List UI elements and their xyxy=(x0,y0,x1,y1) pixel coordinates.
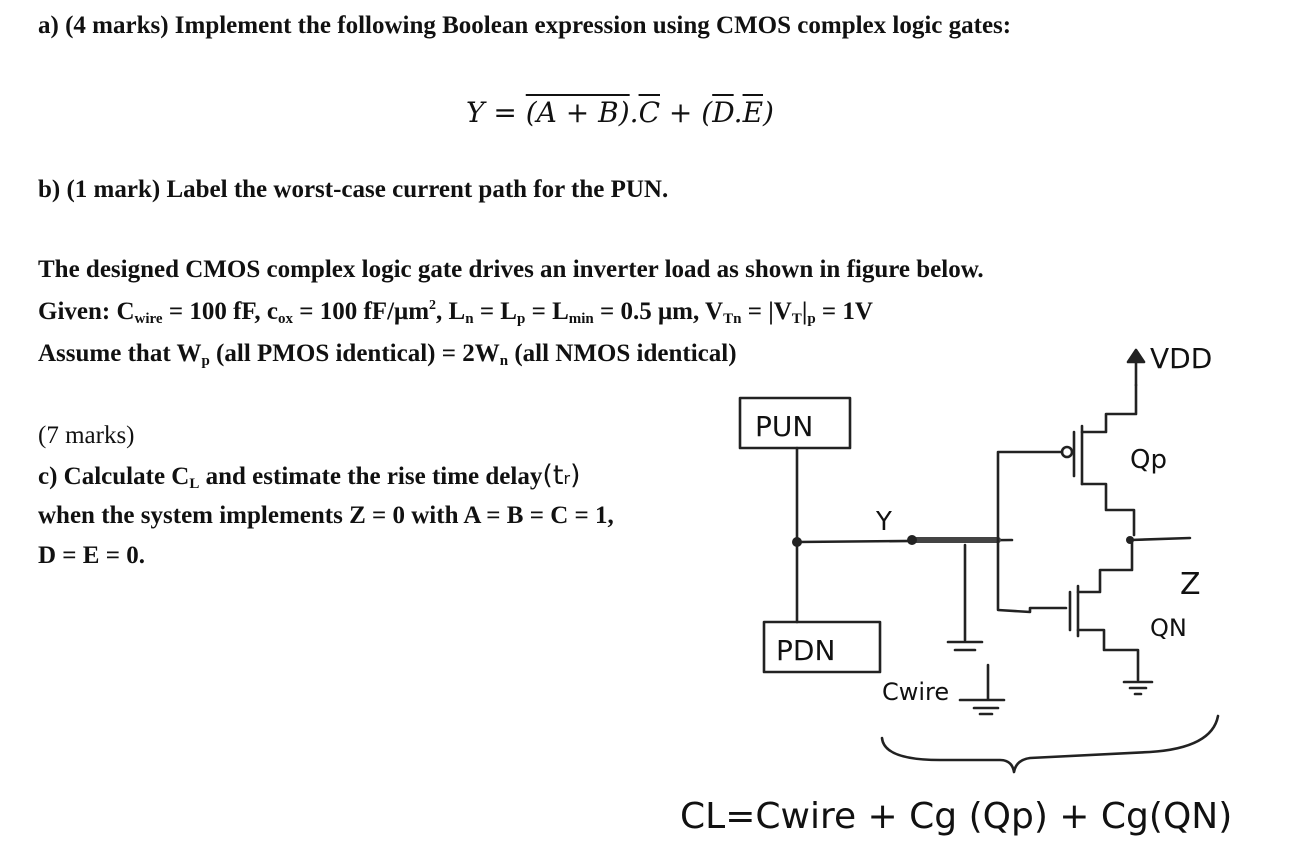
part-c-line-2: when the system implements Z = 0 with A … xyxy=(38,502,614,529)
cwire-label: Cwire xyxy=(882,678,949,706)
y-node-right xyxy=(907,535,917,545)
qn-ground xyxy=(1122,680,1154,696)
qn-drain xyxy=(1076,538,1134,594)
z-label: Z xyxy=(1180,567,1201,602)
z-node xyxy=(1126,536,1134,544)
pdn-box xyxy=(762,620,882,674)
cl-brace xyxy=(880,714,1220,774)
part-c-line-1: c) Calculate CL and estimate the rise ti… xyxy=(38,460,581,492)
pun-label: PUN xyxy=(755,410,813,443)
tr-handwritten: (tr) xyxy=(542,460,581,491)
qp-drain xyxy=(1080,482,1136,537)
part-c-line-3: D = E = 0. xyxy=(38,542,145,569)
qp-bubble xyxy=(1060,445,1074,459)
part-c-marks: (7 marks) xyxy=(38,422,135,449)
part-b-question: b) (1 mark) Label the worst-case current… xyxy=(38,176,669,203)
given-line-1: The designed CMOS complex logic gate dri… xyxy=(38,256,984,283)
vdd-arrow xyxy=(1126,348,1146,364)
cl-formula: CL=Cwire + Cg (Qp) + Cg(QN) xyxy=(680,796,1232,837)
part-a-question: a) (4 marks) Implement the following Boo… xyxy=(38,12,1012,39)
y-label: Y xyxy=(875,507,892,537)
y-node-left xyxy=(792,537,802,547)
qn-source xyxy=(1076,628,1140,682)
cwire-ground xyxy=(958,663,1006,716)
given-line-3: Assume that Wp (all PMOS identical) = 2W… xyxy=(38,340,737,369)
qn-label: QN xyxy=(1150,614,1187,642)
qp-label: Qp xyxy=(1130,445,1167,475)
eq-plus: + xyxy=(660,96,702,129)
eq-c-bar: C xyxy=(638,96,660,129)
z-wire xyxy=(1128,536,1192,542)
eq-overbar-term: (A + B) xyxy=(525,96,630,129)
given-line-2: Given: Cwire = 100 fF, cox = 100 fF/μm2,… xyxy=(38,298,873,327)
qp-gate-wire xyxy=(996,450,1064,544)
eq-lhs: Y = xyxy=(466,96,526,129)
boolean-equation: Y = (A + B).C + (D.E) xyxy=(466,96,774,129)
eq-e-bar: E xyxy=(742,96,764,129)
vdd-label: VDD xyxy=(1150,342,1212,375)
pdn-label: PDN xyxy=(776,634,835,667)
qn-gate-wire xyxy=(996,540,1068,614)
eq-d-bar: D xyxy=(712,96,734,129)
qp-source xyxy=(1080,383,1138,434)
pun-box xyxy=(738,396,852,450)
